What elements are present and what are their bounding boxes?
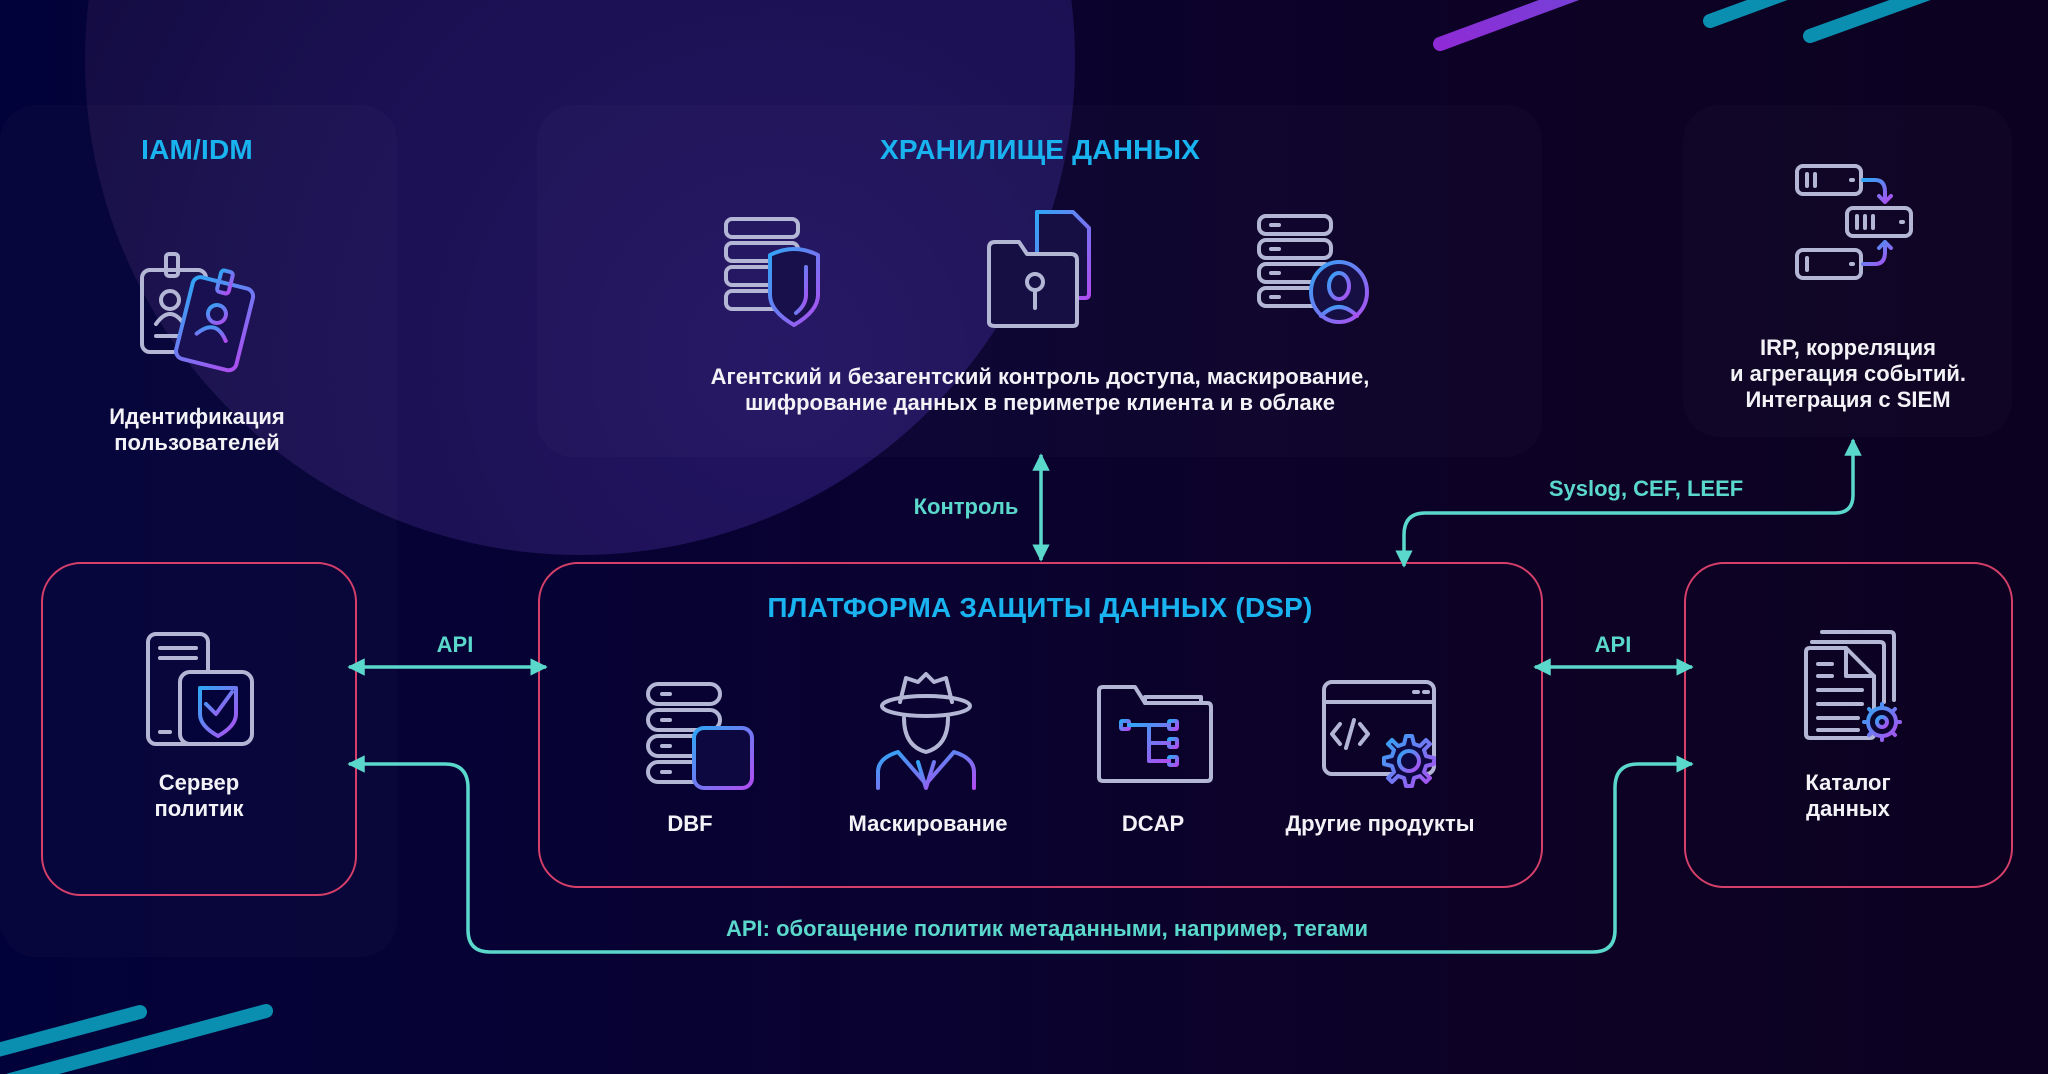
api-left-label: API xyxy=(436,632,474,657)
storage-caption: Агентский и безагентский контроль доступ… xyxy=(711,364,1370,416)
decor-stripe-teal-1 xyxy=(1703,0,1788,28)
syslog-arrow xyxy=(1395,438,1862,568)
irp-caption: IRP, корреляция и агрегация событий. Инт… xyxy=(1730,335,1966,413)
dsp-title: ПЛАТФОРМА ЗАЩИТЫ ДАННЫХ (DSP) xyxy=(767,592,1313,623)
server-shield-icon xyxy=(722,215,824,327)
dsp-product-masking-label: Маскирование xyxy=(848,811,1008,836)
server-policy-shield-icon xyxy=(144,630,256,748)
iam-title: IAM/IDM xyxy=(141,134,253,165)
policy-server-caption: Сервер политик xyxy=(155,770,244,822)
api-enrichment-label: API: обогащение политик метаданными, нап… xyxy=(725,916,1369,941)
code-window-gear-icon xyxy=(1320,678,1446,800)
catalog-caption-line-1: Каталог xyxy=(1805,770,1891,795)
server-user-icon xyxy=(1255,212,1370,327)
catalog-caption-line-2: данных xyxy=(1806,796,1890,821)
control-label: Контроль xyxy=(913,494,1019,519)
policy-server-caption-line-2: политик xyxy=(154,796,244,821)
iam-caption-line-1: Идентификация xyxy=(109,404,285,429)
irp-caption-line-3: Интеграция с SIEM xyxy=(1745,387,1951,412)
dsp-platform-box[interactable] xyxy=(538,562,1543,888)
dsp-product-dcap-label: DCAP xyxy=(1121,811,1185,836)
syslog-label: Syslog, CEF, LEEF xyxy=(1548,476,1744,501)
decor-stripe-teal-3 xyxy=(0,1005,147,1057)
decor-stripe-purple xyxy=(1433,0,1580,51)
decor-stripe-teal-2 xyxy=(1803,0,1931,43)
dsp-product-dbf-label: DBF xyxy=(667,811,713,836)
server-aggregation-icon xyxy=(1795,162,1915,282)
dsp-product-other-label: Другие продукты xyxy=(1285,811,1475,836)
folder-tree-icon xyxy=(1095,683,1215,785)
documents-gear-icon xyxy=(1802,628,1904,744)
locked-folder-icon xyxy=(985,208,1105,330)
storage-title: ХРАНИЛИЩЕ ДАННЫХ xyxy=(879,134,1201,165)
background-circle xyxy=(85,0,1075,555)
decor-stripe-teal-4 xyxy=(6,1004,273,1074)
database-firewall-icon xyxy=(644,680,756,792)
storage-caption-line-2: шифрование данных в периметре клиента и … xyxy=(744,390,1336,415)
irp-caption-line-1: IRP, корреляция xyxy=(1759,335,1937,360)
policy-server-box[interactable] xyxy=(41,562,357,896)
catalog-caption: Каталог данных xyxy=(1805,770,1890,822)
iam-caption-line-2: пользователей xyxy=(114,430,280,455)
id-badges-icon xyxy=(138,252,258,374)
storage-caption-line-1: Агентский и безагентский контроль доступ… xyxy=(710,364,1370,389)
spy-agent-icon xyxy=(872,672,980,790)
policy-server-caption-line-1: Сервер xyxy=(158,770,240,795)
api-right-label: API xyxy=(1594,632,1632,657)
irp-caption-line-2: и агрегация событий. xyxy=(1729,361,1967,386)
iam-caption: Идентификация пользователей xyxy=(109,404,285,456)
api-enrichment-loop xyxy=(347,755,1694,954)
